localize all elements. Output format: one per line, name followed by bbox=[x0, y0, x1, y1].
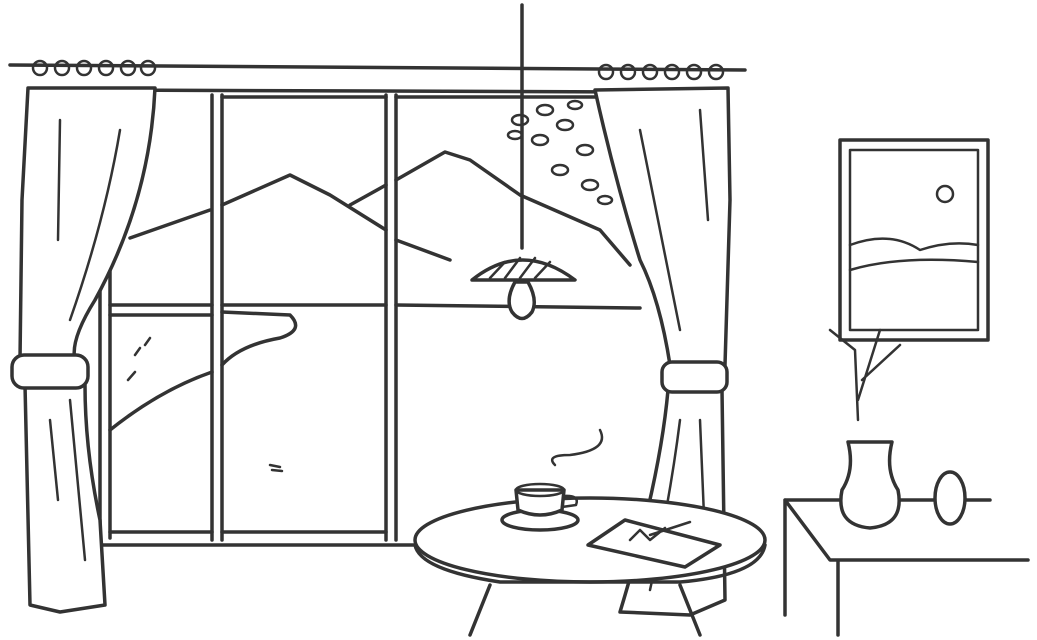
mountains bbox=[108, 150, 642, 310]
coffee-table bbox=[413, 496, 767, 637]
curtain-rings bbox=[31, 59, 725, 81]
wall-picture bbox=[838, 138, 990, 342]
coffee-cup bbox=[500, 428, 604, 532]
window bbox=[98, 88, 642, 547]
left-curtain bbox=[10, 86, 157, 614]
flower-vase bbox=[828, 328, 902, 530]
notebook bbox=[586, 518, 722, 569]
side-table bbox=[783, 498, 1030, 637]
hanging-leaves bbox=[506, 99, 614, 206]
ornament bbox=[933, 470, 967, 526]
shoreline bbox=[108, 310, 298, 473]
pendant-lamp bbox=[470, 3, 577, 321]
